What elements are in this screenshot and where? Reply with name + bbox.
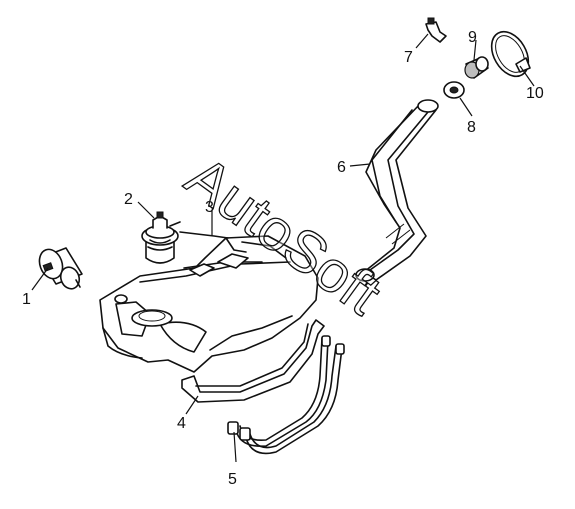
callout-numbers: 1 2 3 4 5 6 7 8 9 10 bbox=[22, 29, 544, 488]
part-6-filler-neck bbox=[355, 99, 439, 282]
fuel-tank-body bbox=[99, 231, 319, 373]
callout-9: 9 bbox=[468, 29, 477, 46]
callout-5: 5 bbox=[228, 471, 237, 488]
callout-3: 3 bbox=[205, 199, 214, 216]
callout-8: 8 bbox=[467, 119, 476, 136]
part-10-clamp-band bbox=[490, 30, 531, 78]
part-2-fuel-pump-module bbox=[141, 211, 181, 264]
callout-leaders bbox=[31, 33, 535, 463]
callout-2: 2 bbox=[124, 191, 133, 208]
part-8-seal-ring bbox=[443, 81, 465, 99]
part-4-tank-strap bbox=[181, 319, 325, 403]
callout-1: 1 bbox=[22, 291, 31, 308]
callout-4: 4 bbox=[177, 415, 186, 432]
callout-10: 10 bbox=[526, 85, 544, 102]
part-5-fuel-lines bbox=[227, 335, 345, 455]
part-1-fuel-filter bbox=[38, 247, 83, 290]
part-7-clip bbox=[425, 17, 447, 43]
part-9-filler-cap bbox=[464, 56, 489, 79]
callout-6: 6 bbox=[337, 159, 346, 176]
callout-7: 7 bbox=[404, 49, 413, 66]
